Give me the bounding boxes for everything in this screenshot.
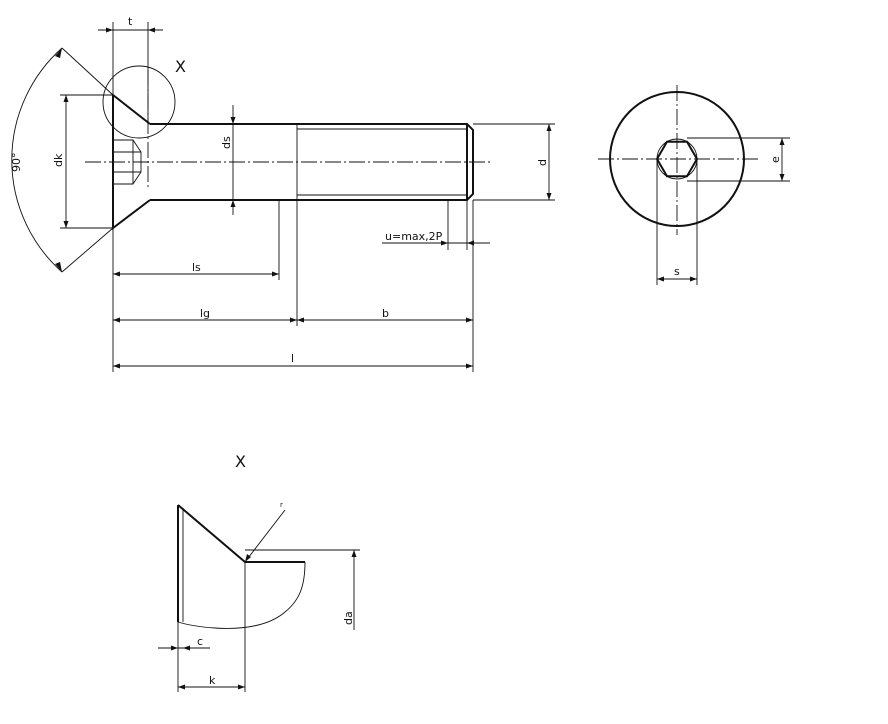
- detail-x-view: X r da c: [158, 452, 360, 692]
- dim-u: u=max,2P: [382, 200, 490, 250]
- detail-break-line: [177, 561, 306, 629]
- dim-r: r: [244, 501, 286, 563]
- dim-ds: ds: [220, 105, 236, 215]
- dim-angle-90: 90°: [10, 47, 114, 273]
- label-lg: lg: [200, 307, 210, 320]
- detail-x-marker: X: [175, 57, 186, 76]
- label-c: c: [197, 635, 203, 648]
- dim-c: c: [158, 622, 210, 692]
- dim-l: l: [113, 352, 473, 369]
- label-d: d: [536, 159, 549, 166]
- dim-d: d: [473, 123, 555, 201]
- label-da: da: [342, 611, 355, 625]
- label-u: u=max,2P: [385, 230, 443, 243]
- label-ds: ds: [220, 136, 233, 149]
- label-t: t: [128, 15, 133, 28]
- label-k: k: [209, 674, 216, 687]
- dim-s: s: [656, 159, 698, 285]
- label-r: r: [280, 501, 283, 509]
- screw-side-view: X t 90° dk ds: [10, 15, 555, 372]
- label-l: l: [291, 352, 294, 365]
- label-b: b: [382, 307, 389, 320]
- dim-lg-b: lg b: [113, 200, 474, 372]
- dim-t: t: [98, 15, 163, 124]
- label-angle: 90°: [10, 153, 23, 173]
- dim-ls: ls: [112, 200, 280, 372]
- dim-da: da: [245, 549, 360, 630]
- detail-x-circle: [102, 65, 176, 139]
- dim-e: e: [687, 137, 790, 182]
- label-e: e: [769, 156, 782, 163]
- dim-dk: dk: [52, 94, 113, 229]
- screw-head-outline: [112, 94, 151, 231]
- dim-k: k: [178, 674, 245, 690]
- label-s: s: [674, 265, 680, 278]
- detail-title: X: [235, 452, 246, 471]
- screw-end-view: e s: [598, 85, 790, 285]
- label-ls: ls: [192, 261, 201, 274]
- label-dk: dk: [52, 153, 65, 167]
- screw-shank-outline: [150, 123, 297, 201]
- detail-chamfer: [177, 504, 305, 563]
